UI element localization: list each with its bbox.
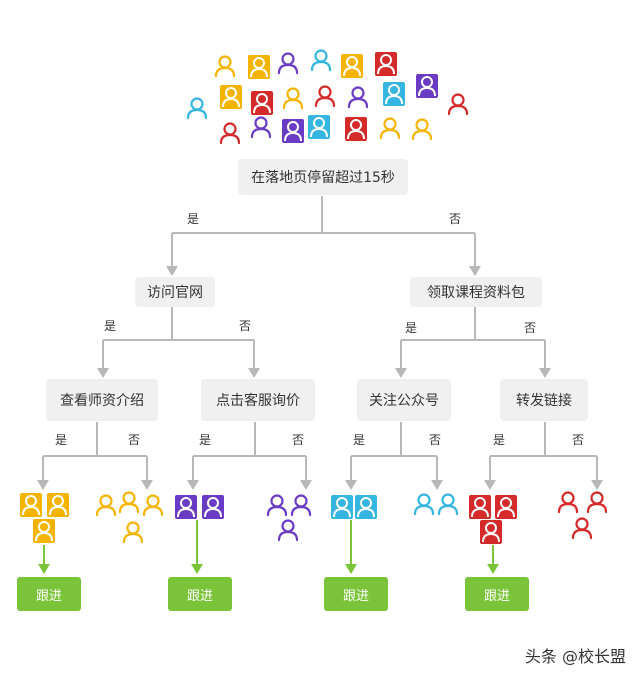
follow-up-box: 跟进 [17, 577, 81, 611]
label-yes-visit: 是 [104, 319, 117, 333]
node-root: 在落地页停留超过15秒 [238, 159, 408, 195]
node-share-link: 转发链接 [500, 379, 588, 421]
follow-up-box: 跟进 [168, 577, 232, 611]
label-no-teachers: 否 [128, 433, 141, 447]
label-no-visit: 否 [239, 319, 252, 333]
node-view-teachers: 查看师资介绍 [46, 379, 158, 421]
label-yes-share: 是 [493, 433, 506, 447]
node-get-materials: 领取课程资料包 [410, 277, 542, 307]
label-yes-materials: 是 [405, 321, 418, 335]
follow-up-box: 跟进 [324, 577, 388, 611]
label-no-root: 否 [449, 212, 462, 226]
label-yes-root: 是 [187, 212, 200, 226]
label-yes-price: 是 [199, 433, 212, 447]
label-yes-follow: 是 [353, 433, 366, 447]
label-no-follow: 否 [429, 433, 442, 447]
node-visit-site: 访问官网 [135, 277, 215, 307]
label-yes-teachers: 是 [55, 433, 68, 447]
label-no-share: 否 [572, 433, 585, 447]
label-no-price: 否 [292, 433, 305, 447]
label-no-materials: 否 [524, 321, 537, 335]
follow-up-box: 跟进 [465, 577, 529, 611]
node-follow-account: 关注公众号 [357, 379, 451, 421]
watermark: 头条 @校长盟 [524, 647, 626, 666]
node-consult-price: 点击客服询价 [201, 379, 315, 421]
